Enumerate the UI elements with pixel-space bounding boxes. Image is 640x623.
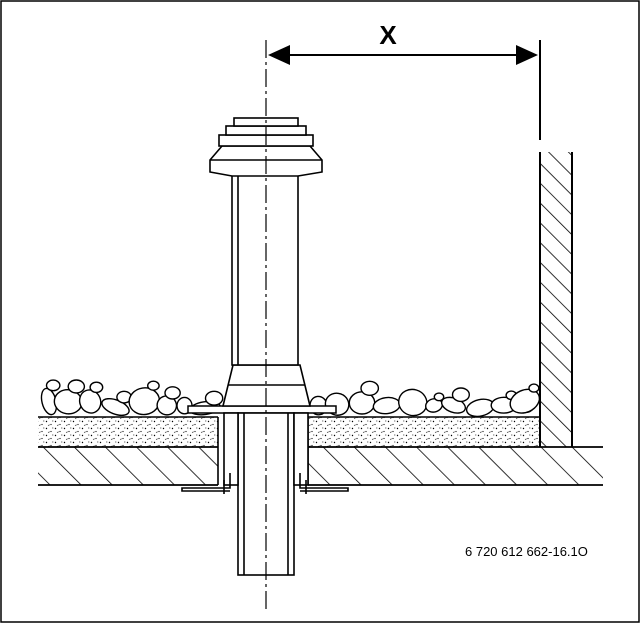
gravel-stone [204,390,224,406]
dimension-x [268,40,541,140]
dimension-label: X [379,20,397,50]
roof-flashing [187,405,337,414]
gravel-stone [528,383,540,393]
gravel-stone [89,381,104,394]
insulation-layer [38,416,540,447]
concrete-slab [38,417,603,486]
gravel-stone [433,392,445,402]
gravel-stone [451,387,470,403]
gravel-layer [40,379,541,418]
gravel-stone [45,379,61,392]
gravel-stone [164,386,181,400]
gravel-stone [78,389,102,414]
gravel-stone [67,379,86,394]
gravel-stone [146,380,160,391]
gravel-stone [509,388,541,414]
wall [539,152,573,447]
reference-number: 6 720 612 662-16.1O [465,544,588,559]
gravel-stone [360,380,380,396]
